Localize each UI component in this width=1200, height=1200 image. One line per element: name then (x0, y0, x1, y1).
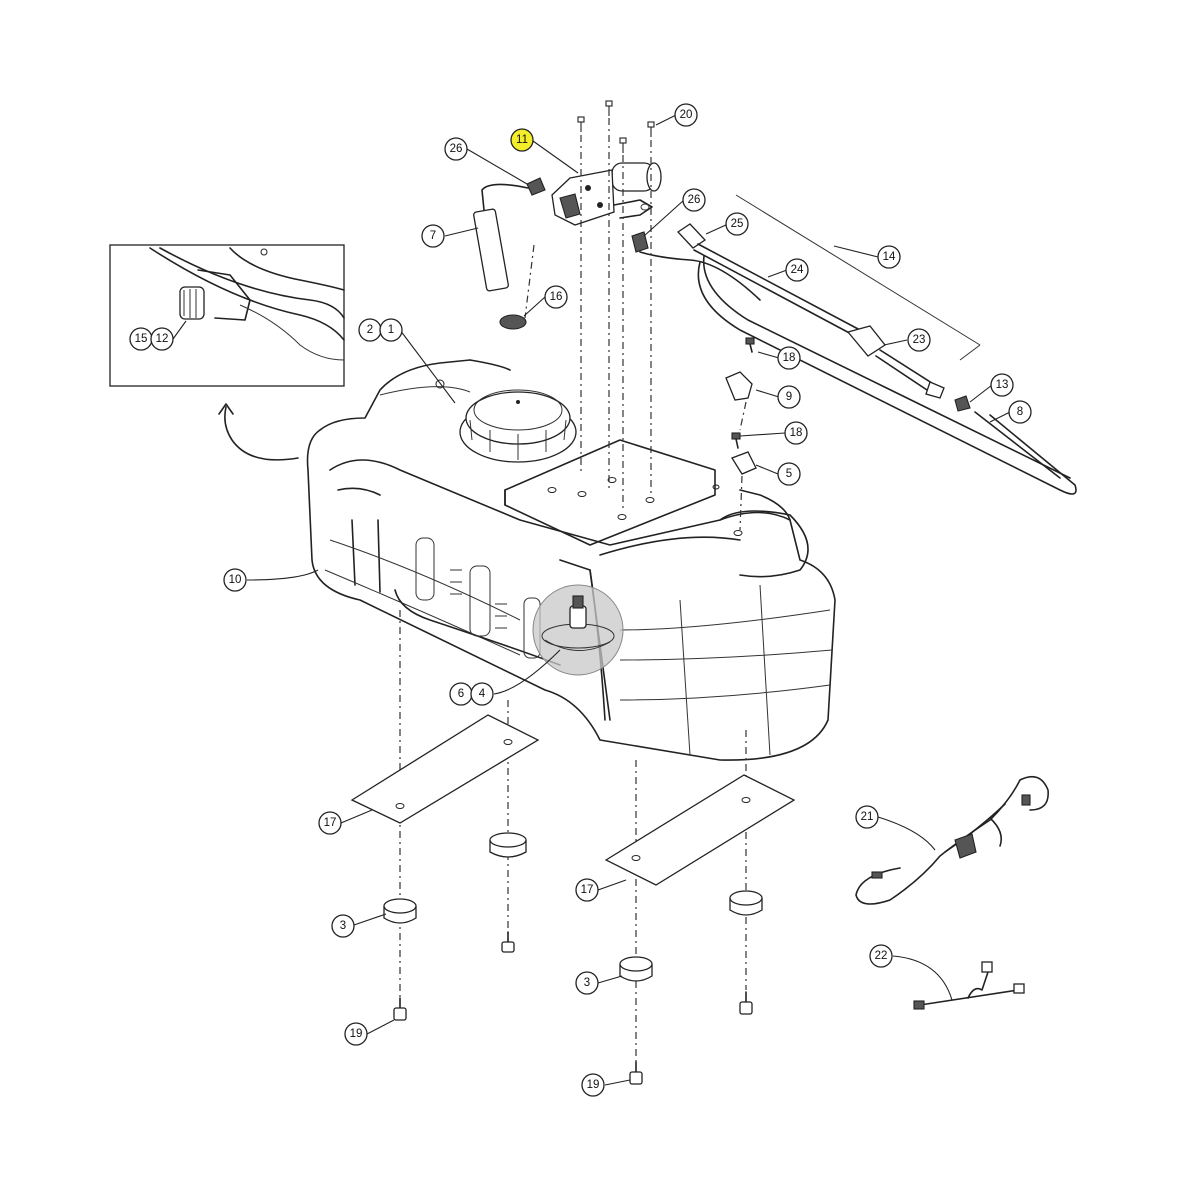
callout-9[interactable]: 9 (777, 385, 801, 409)
inset-detail-view (109, 244, 345, 387)
mounting-plate-right (604, 774, 796, 886)
callout-label: 10 (229, 574, 242, 586)
callout-label: 7 (430, 230, 436, 242)
callout-25[interactable]: 25 (725, 212, 749, 236)
callout-1[interactable]: 1 (379, 318, 403, 342)
callout-22[interactable]: 22 (869, 944, 893, 968)
callout-label: 14 (883, 251, 896, 263)
callout-14[interactable]: 14 (877, 245, 901, 269)
callout-label: 24 (791, 264, 804, 276)
callout-26[interactable]: 26 (444, 137, 468, 161)
hose-7 (473, 208, 509, 292)
callout-label: 3 (340, 920, 346, 932)
callout-label: 17 (581, 884, 594, 896)
leader-lines (172, 114, 1011, 1086)
callout-8[interactable]: 8 (1008, 400, 1032, 424)
callout-label: 13 (996, 379, 1009, 391)
callout-3[interactable]: 3 (575, 971, 599, 995)
callout-label: 12 (156, 333, 169, 345)
callout-label: 21 (861, 811, 874, 823)
callout-13[interactable]: 13 (990, 373, 1014, 397)
callout-20[interactable]: 20 (674, 103, 698, 127)
bolts-19 (393, 931, 753, 1085)
callout-label: 22 (875, 950, 888, 962)
callout-5[interactable]: 5 (777, 462, 801, 486)
callout-18[interactable]: 18 (784, 421, 808, 445)
callout-17[interactable]: 17 (318, 811, 342, 835)
curved-arrow-icon (224, 406, 299, 461)
grommet-16 (499, 314, 527, 330)
callout-label: 8 (1017, 406, 1023, 418)
elbow-fitting-left (481, 177, 546, 211)
callout-label: 3 (584, 977, 590, 989)
callout-label: 6 (458, 688, 464, 700)
callout-label: 4 (479, 688, 486, 700)
wiring-harness-21 (855, 775, 1049, 905)
callout-label: 26 (450, 143, 463, 155)
callout-label: 16 (550, 291, 563, 303)
callout-19[interactable]: 19 (344, 1022, 368, 1046)
bolts-20 (577, 100, 655, 153)
callout-label: 11 (516, 134, 528, 146)
callout-6[interactable]: 6 (449, 682, 473, 706)
callout-label: 18 (790, 427, 803, 439)
callout-label: 19 (350, 1028, 363, 1040)
callout-label: 26 (688, 194, 701, 206)
callout-label: 18 (783, 352, 796, 364)
callout-label: 5 (786, 468, 792, 480)
callout-12[interactable]: 12 (150, 327, 174, 351)
callout-2[interactable]: 2 (358, 318, 382, 342)
callout-3[interactable]: 3 (331, 914, 355, 938)
callout-19[interactable]: 19 (581, 1073, 605, 1097)
elbow-fitting-right (631, 231, 761, 301)
callout-label: 9 (786, 391, 792, 403)
callout-label: 19 (587, 1079, 600, 1091)
callout-7[interactable]: 7 (421, 224, 445, 248)
tank-body (306, 359, 836, 761)
callout-23[interactable]: 23 (907, 328, 931, 352)
clamp-9 (725, 337, 755, 401)
rubber-pads (383, 832, 763, 982)
callout-21[interactable]: 21 (855, 805, 879, 829)
callout-18[interactable]: 18 (777, 346, 801, 370)
callout-label: 25 (731, 218, 744, 230)
callout-4[interactable]: 4 (470, 682, 494, 706)
clamp-5 (731, 432, 757, 475)
pump-assembly (551, 162, 662, 226)
callout-label: 20 (680, 109, 693, 121)
callout-label: 15 (135, 333, 148, 345)
callout-label: 2 (367, 324, 373, 336)
callout-24[interactable]: 24 (785, 258, 809, 282)
wiring-harness-22 (913, 961, 1025, 1010)
callout-11[interactable]: 11 (510, 128, 534, 152)
callout-17[interactable]: 17 (575, 878, 599, 902)
callout-26[interactable]: 26 (682, 188, 706, 212)
callout-label: 1 (388, 324, 394, 336)
spray-wand-assembly (677, 194, 1077, 495)
mounting-plate-left (350, 714, 540, 824)
callout-16[interactable]: 16 (544, 285, 568, 309)
callout-label: 17 (324, 817, 337, 829)
callout-15[interactable]: 15 (129, 327, 153, 351)
callout-label: 23 (913, 334, 926, 346)
callout-10[interactable]: 10 (223, 568, 247, 592)
